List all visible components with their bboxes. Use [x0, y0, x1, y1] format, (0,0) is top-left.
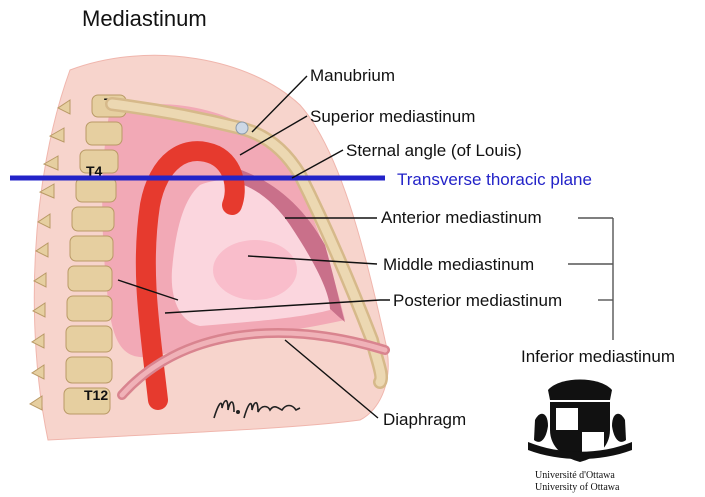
- label-superior-mediastinum: Superior mediastinum: [310, 107, 475, 126]
- label-anterior-mediastinum: Anterior mediastinum: [381, 208, 542, 227]
- label-inferior-mediastinum: Inferior mediastinum: [521, 347, 675, 366]
- label-sternal-angle: Sternal angle (of Louis): [346, 141, 522, 160]
- label-posterior-mediastinum: Posterior mediastinum: [393, 291, 562, 310]
- logo-text-english: University of Ottawa: [535, 482, 620, 493]
- label-manubrium: Manubrium: [310, 66, 395, 85]
- transverse-plane-label: Transverse thoracic plane: [397, 170, 592, 189]
- vertebra-label-t12: T12: [84, 387, 108, 403]
- sternal-angle-joint: [236, 122, 248, 134]
- label-middle-mediastinum: Middle mediastinum: [383, 255, 534, 274]
- heart-highlight: [213, 240, 297, 300]
- inferior-bracket: [568, 218, 613, 340]
- logo-text-french: Université d'Ottawa: [535, 470, 615, 481]
- university-crest-logo: [528, 380, 632, 463]
- diagram-title: Mediastinum: [82, 6, 207, 31]
- label-diaphragm: Diaphragm: [383, 410, 466, 429]
